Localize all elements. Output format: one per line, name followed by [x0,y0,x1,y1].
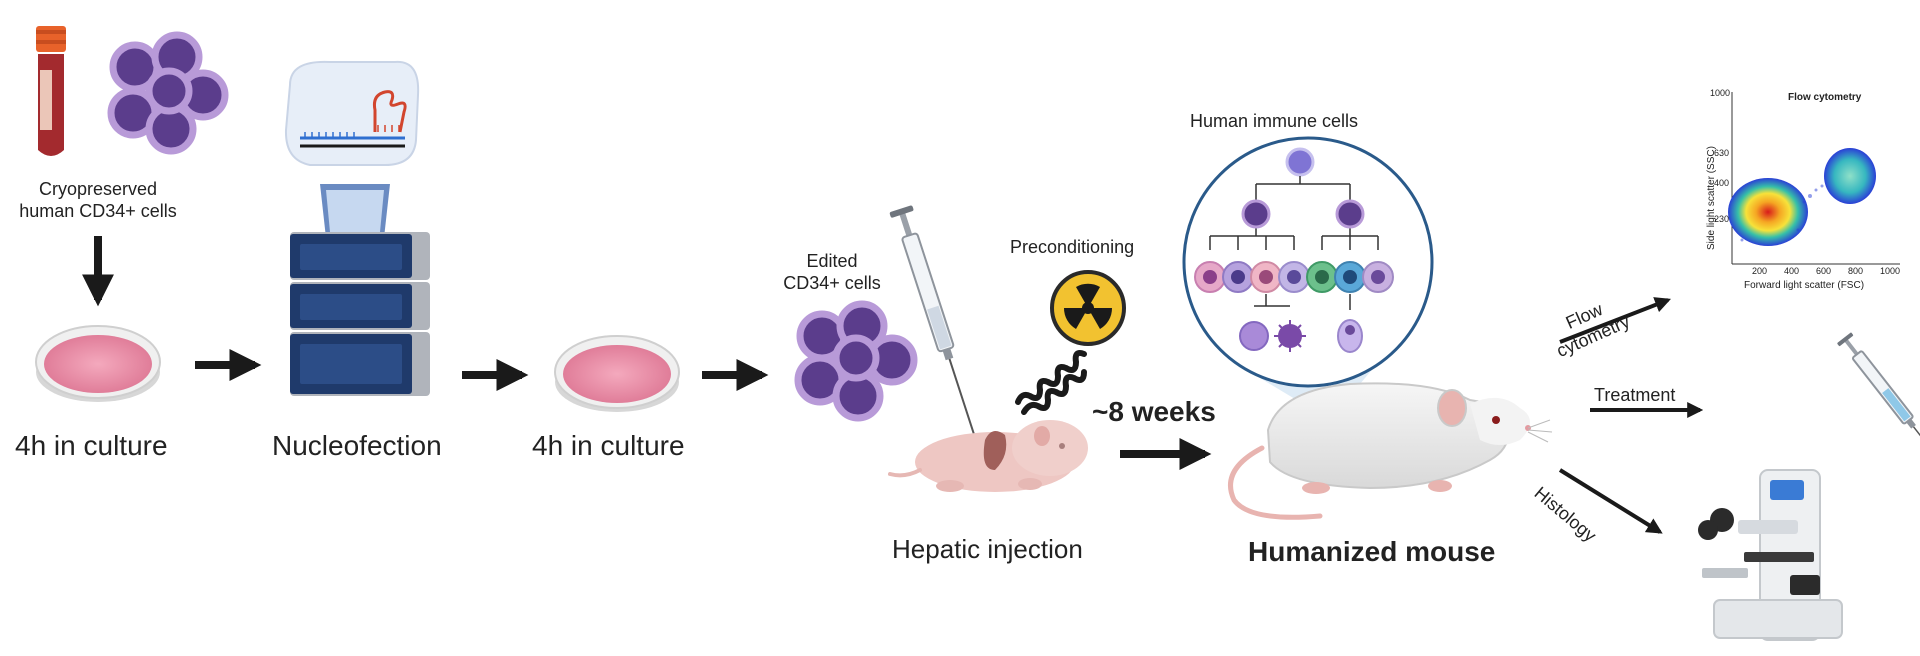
culture-dish-icon [35,325,161,402]
flow-xtick: 200 [1752,266,1768,276]
cryo-label-line1: Cryopreserved [38,179,158,199]
flow-xtick: 600 [1816,266,1832,276]
flow-ytick: 1000 [1710,88,1731,98]
cryo-label: Cryopreserved human CD34+ cells [19,178,177,222]
nucleofector-machine-icon [290,184,430,396]
edited-label: Edited CD34+ cells [783,250,881,294]
treatment-syringe-icon [1837,332,1920,450]
treatment-label: Treatment [1594,385,1676,405]
flow-plot-title: Flow cytometry [1788,92,1862,103]
cd34-cell-cluster-icon [107,31,229,155]
culture-dish-icon [554,335,680,412]
flow-xtick: 1000 [1880,266,1901,276]
flow-ytick: 400 [1714,178,1730,188]
flow-xtick: 800 [1848,266,1864,276]
flow-plot-ylabel: Side light scatter (SSC) [1706,146,1717,250]
flow-ytick: 230 [1714,214,1730,224]
immune-label: Human immune cells [1190,111,1359,131]
immune-cell-lineage-icon [1182,136,1434,420]
mouse-pup-icon [888,420,1088,492]
humanized-label: Humanized mouse [1248,536,1496,567]
radiation-icon [1050,270,1126,346]
flow-ytick: 630 [1714,148,1730,158]
edited-label-line1: Edited [806,251,858,271]
preconditioning-label: Preconditioning [1010,237,1135,257]
syringe-icon [889,205,978,442]
radiation-wave-icon [1015,350,1087,405]
weeks-label: ~8 weeks [1092,396,1216,427]
nucleofection-label: Nucleofection [272,430,442,461]
culture2-label: 4h in culture [532,430,685,461]
flow-plot-xlabel: Forward light scatter (FSC) [1744,280,1865,291]
cryovial-icon [36,26,66,156]
culture1-label: 4h in culture [15,430,168,461]
arrow-icon [1559,297,1671,344]
crispr-guide-icon [284,60,420,166]
arrow-icon [1558,468,1663,534]
cryo-label-line2: human CD34+ cells [19,201,177,221]
flow-xtick: 400 [1784,266,1800,276]
edited-label-line2: CD34+ cells [783,273,881,293]
edited-cell-cluster-icon [794,300,918,422]
hepatic-label: Hepatic injection [892,534,1083,564]
flow-cytometry-plot [1728,92,1900,265]
humanized-mouse-icon [1228,382,1553,520]
microscope-icon [1698,469,1843,641]
